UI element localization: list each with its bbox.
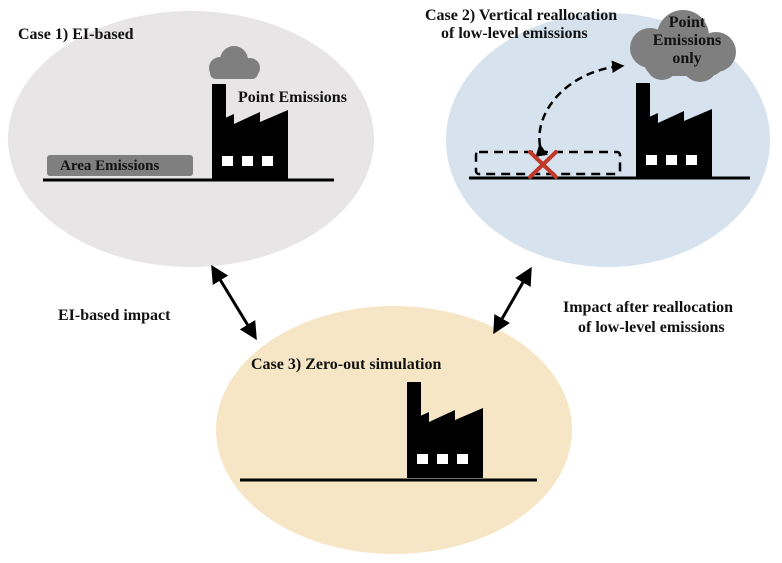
point-emissions-label: Point Emissions	[238, 89, 347, 106]
area-emissions-box	[47, 155, 193, 176]
cloud-label-line2: Emissions	[652, 32, 722, 49]
case3-ellipse	[216, 306, 572, 554]
left-double-arrow-icon	[211, 264, 257, 341]
cloud-label-line1: Point	[668, 14, 706, 31]
case2-title-line1: Case 2) Vertical reallocation	[425, 7, 618, 24]
cloud-label-line3: only	[672, 50, 702, 67]
point-emissions-cloud-icon	[630, 10, 736, 82]
dashed-arrow-icon	[535, 60, 625, 157]
left-arrow-label: EI-based impact	[58, 307, 171, 324]
right-arrow-label-line2: of low-level emissions	[578, 319, 725, 336]
right-arrow-label-line1: Impact after reallocation	[563, 299, 734, 316]
right-double-arrow-icon	[493, 266, 532, 335]
case3-title: Case 3) Zero-out simulation	[251, 356, 442, 373]
area-emissions-label: Area Emissions	[60, 158, 160, 174]
case2-title-line2: of low-level emissions	[441, 25, 588, 42]
case1-cloud-icon	[209, 46, 260, 79]
case1-title: Case 1) EI-based	[18, 26, 134, 43]
cross-icon	[528, 150, 558, 179]
case1-ellipse	[8, 11, 374, 267]
